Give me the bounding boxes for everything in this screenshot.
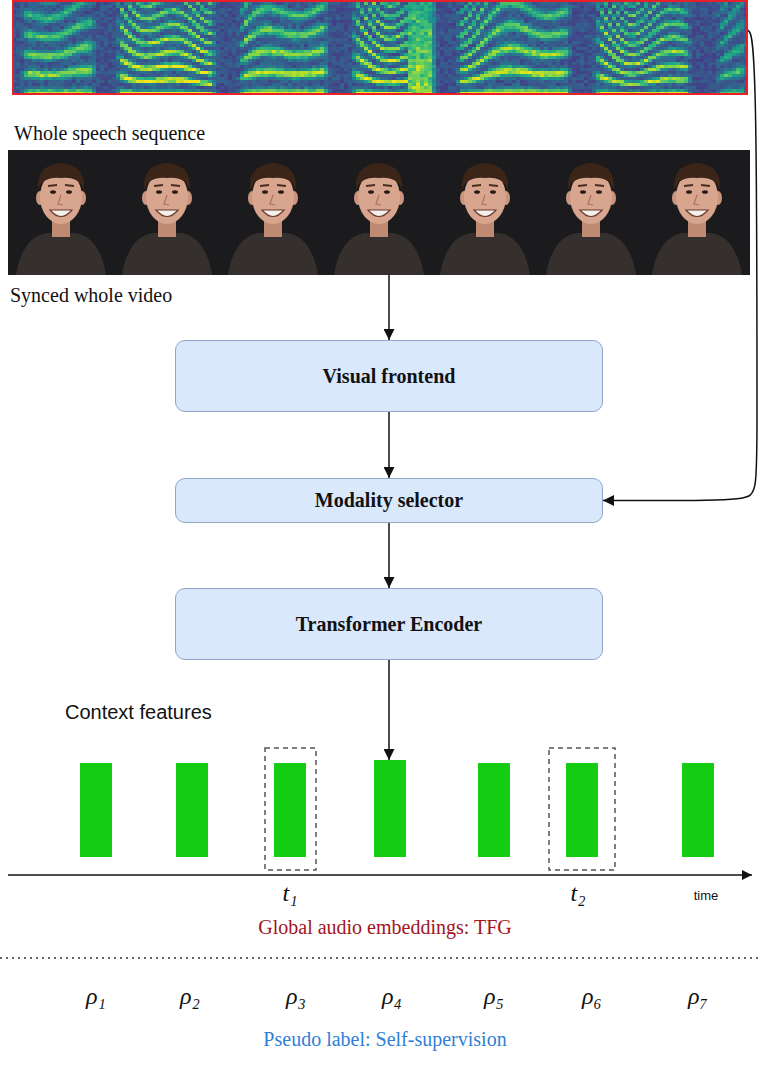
diagram-stage: Whole speech sequenceSynced whole videoV… [0,0,760,1075]
